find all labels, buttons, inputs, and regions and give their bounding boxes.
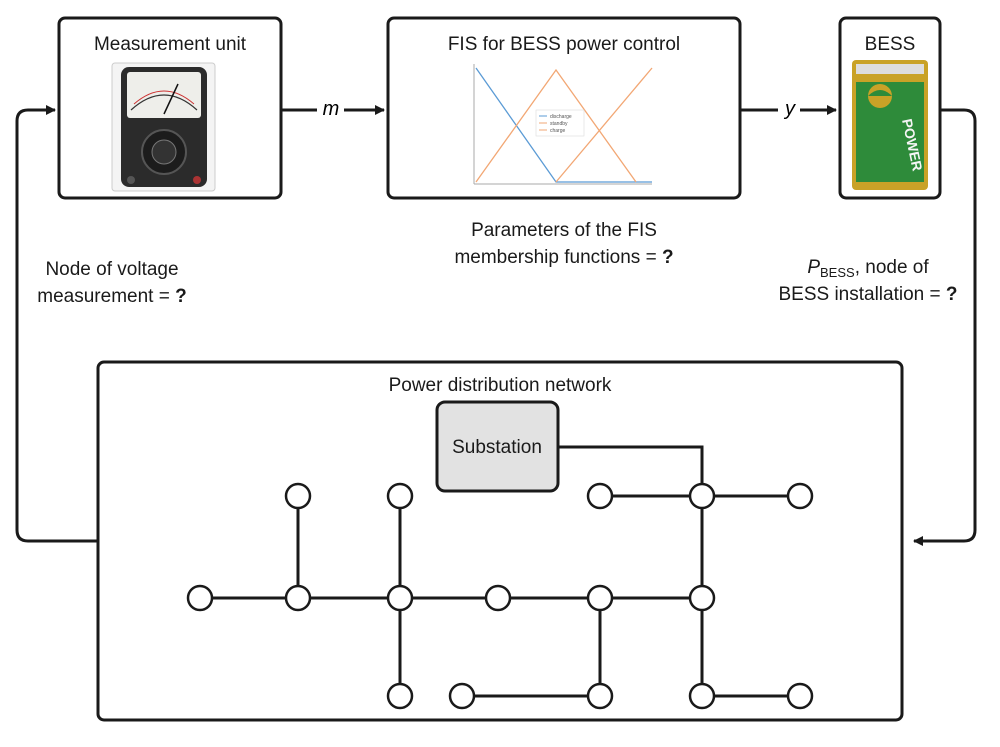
network-title: Power distribution network [389,375,612,396]
network-node [786,682,814,710]
caption-right-line1-rest: , node of [855,257,930,278]
network-node [386,682,414,710]
caption-center-line2: membership functions = ? [454,247,673,268]
network-node [688,584,716,612]
legend-discharge: discharge [550,114,572,120]
caption-right-line2: BESS installation = ? [778,284,957,305]
network-node [786,482,814,510]
network-node [448,682,476,710]
caption-center: Parameters of the FIS membership functio… [454,220,673,268]
network-node [186,584,214,612]
network-node [386,482,414,510]
caption-right-question: ? [946,284,958,305]
network-nodes [186,482,814,710]
network-node [688,682,716,710]
network-node [586,682,614,710]
caption-right-line2-text: BESS installation = [778,284,945,305]
signal-m: m [323,98,340,120]
caption-right: PBESS, node of BESS installation = ? [778,257,957,305]
network-block: Power distribution network Substation [96,360,904,722]
caption-center-line2-text: membership functions = [454,247,662,268]
substation-label: Substation [452,437,542,458]
fis-block: FIS for BESS power control discharge sta… [386,16,742,200]
legend-standby: standby [550,121,568,127]
battery-photo-icon: POWER [852,60,928,190]
measurement-unit-block: Measurement unit [57,16,283,200]
caption-left: Node of voltage measurement = ? [37,259,186,307]
caption-right-p: P [807,257,820,278]
fis-title: FIS for BESS power control [448,34,680,55]
network-node [688,482,716,510]
caption-center-question: ? [662,247,674,268]
network-edges [200,445,800,698]
caption-left-line2: measurement = ? [37,286,186,307]
network-node [284,584,312,612]
multimeter-photo-icon [111,62,216,192]
network-node [586,482,614,510]
caption-center-line1: Parameters of the FIS [471,220,657,241]
measurement-unit-title: Measurement unit [94,34,247,55]
substation: Substation [435,400,560,493]
network-node [386,584,414,612]
caption-right-line1: PBESS, node of [807,257,929,280]
caption-left-question: ? [175,286,187,307]
network-node [484,584,512,612]
caption-right-p-sub: BESS [820,265,855,280]
network-node [586,584,614,612]
caption-left-line1: Node of voltage [45,259,178,280]
membership-plot-icon: discharge standby charge [472,62,653,190]
bess-block: BESS POWER [838,16,942,200]
network-node [284,482,312,510]
signal-y: y [783,98,796,120]
signal-arrows: m y [15,98,977,546]
legend-charge: charge [550,128,566,134]
caption-left-line2-text: measurement = [37,286,175,307]
substation-feeder [558,445,704,496]
bess-title: BESS [865,34,916,55]
